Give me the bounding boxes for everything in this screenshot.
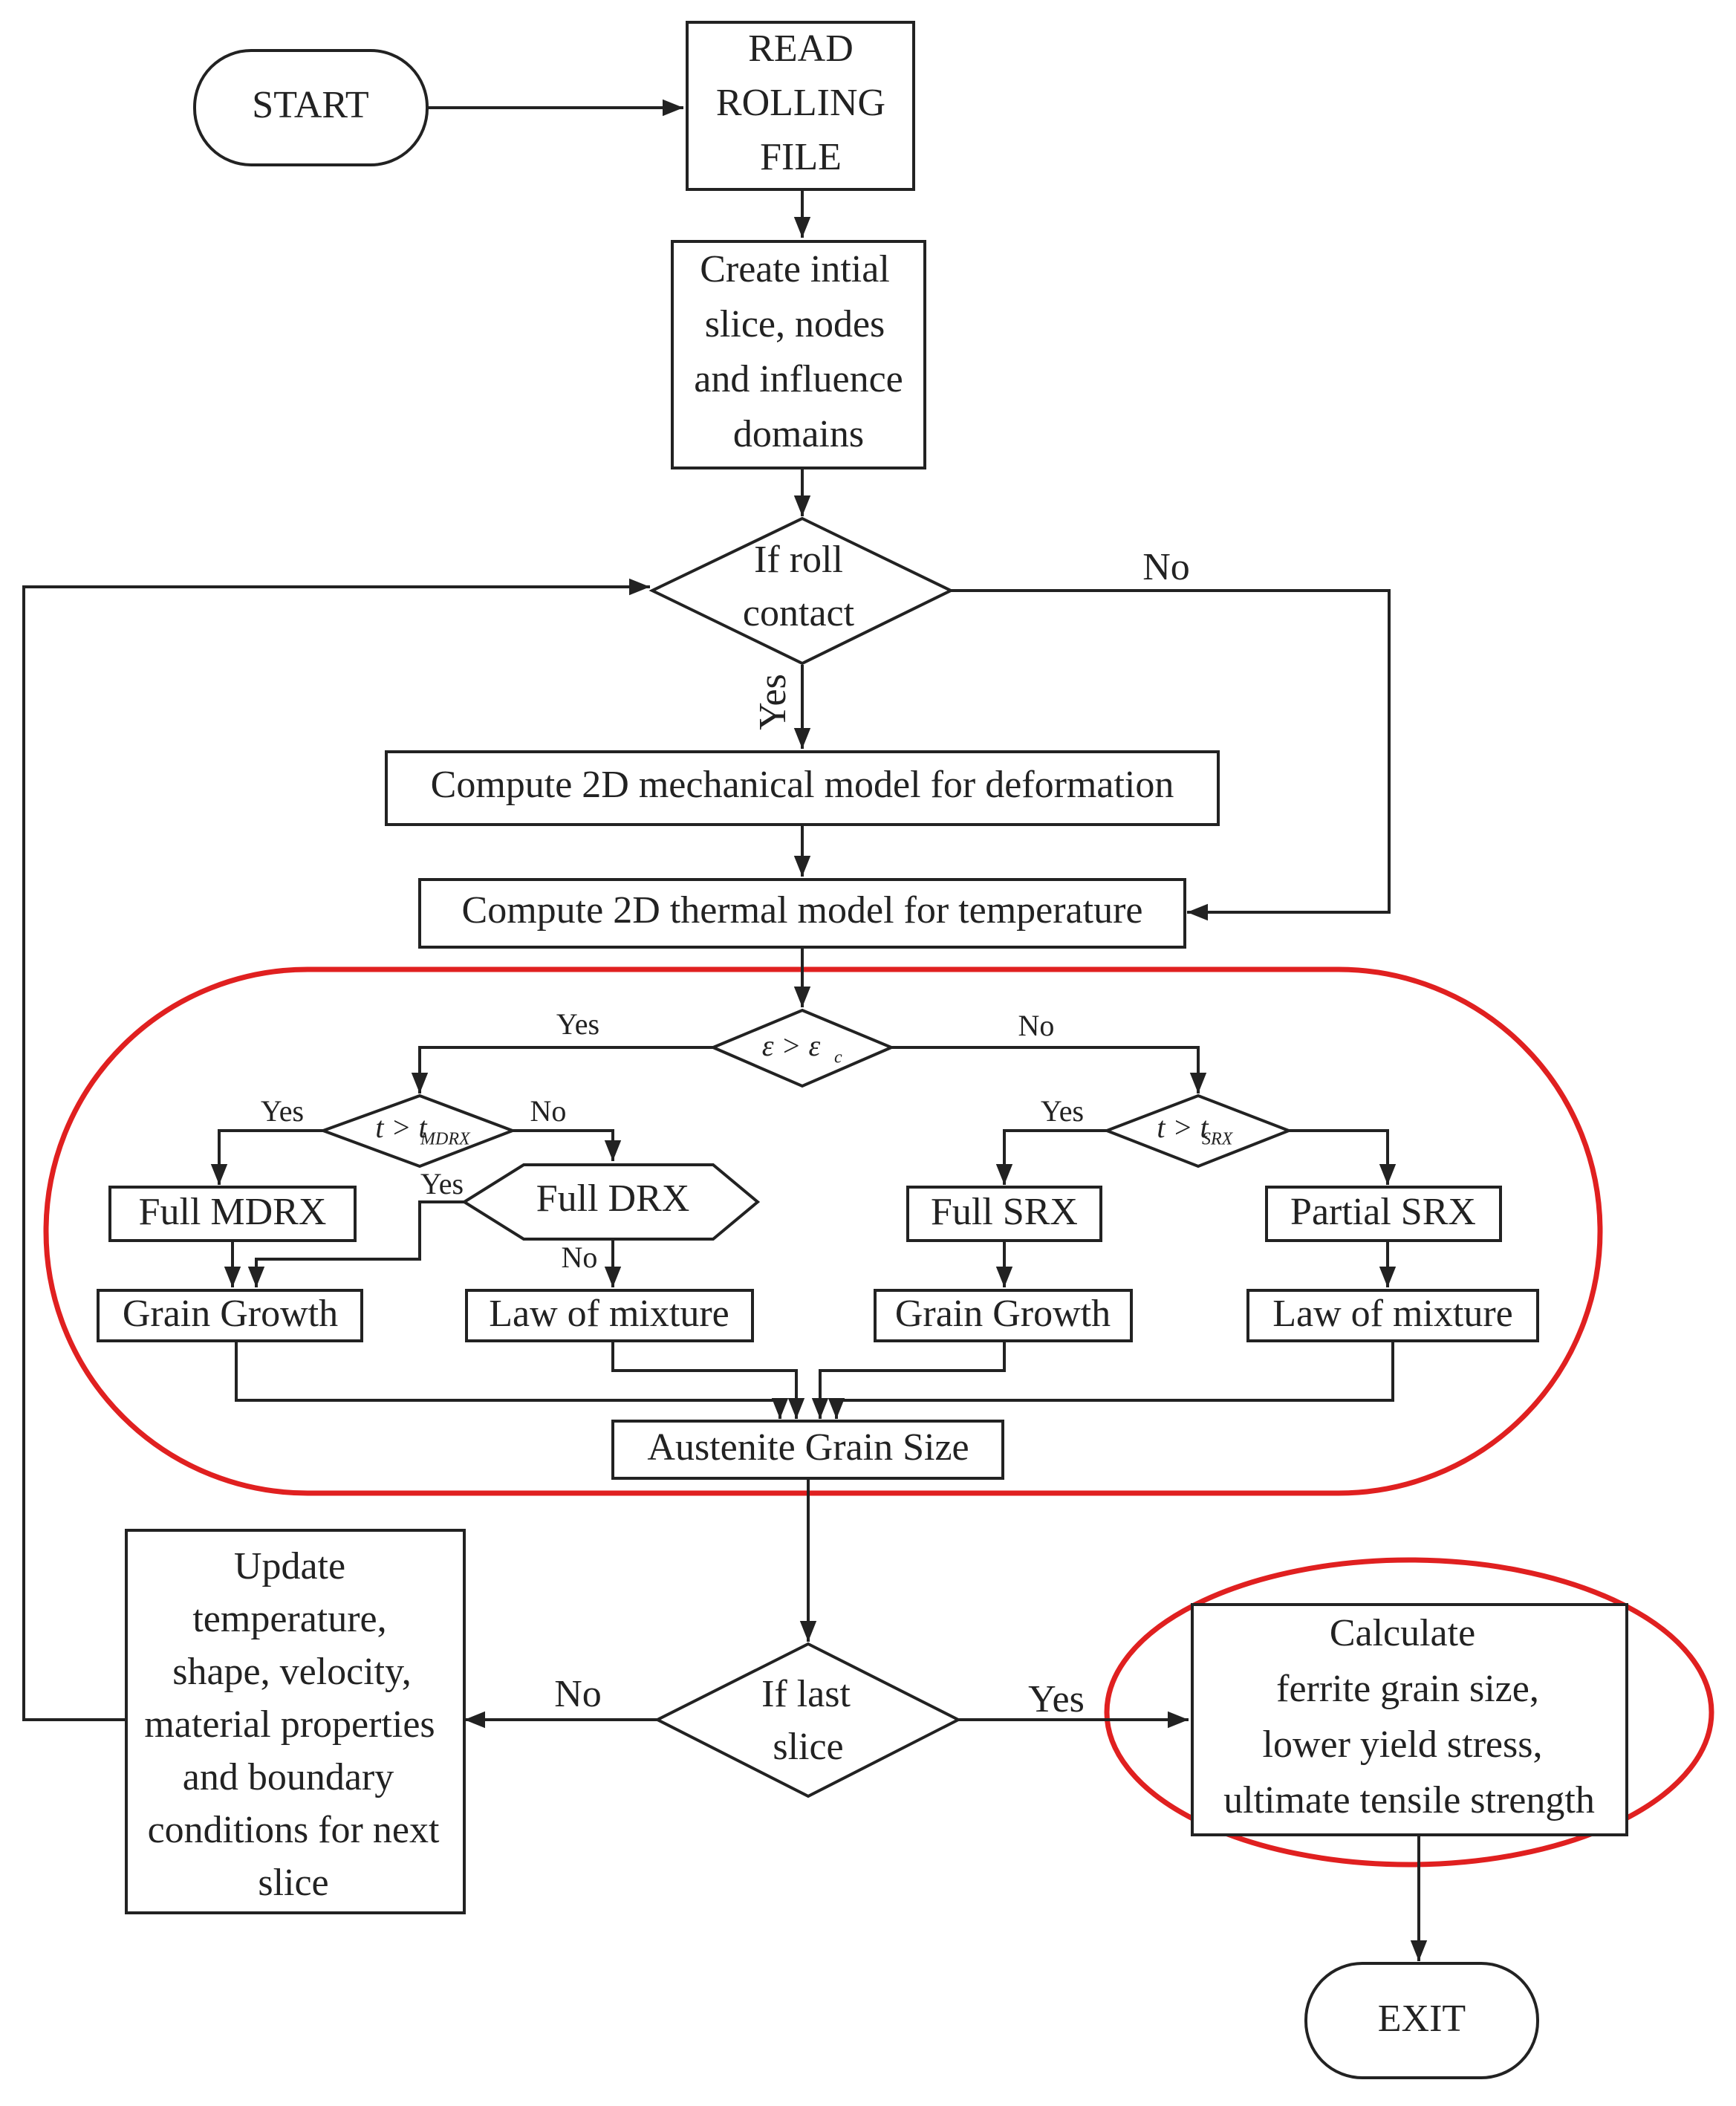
label-mdrx-no: No xyxy=(530,1094,567,1128)
svg-text:t > t: t > t xyxy=(375,1111,427,1144)
label-drx-no: No xyxy=(562,1241,598,1274)
label-mdrx-yes: Yes xyxy=(261,1094,304,1128)
svg-text:Law of mixture: Law of mixture xyxy=(1272,1293,1512,1335)
create-initial-slice-box: Create intial slice, nodes and influence… xyxy=(671,240,926,469)
svg-text:and boundary: and boundary xyxy=(183,1756,394,1798)
mechanical-model-box: Compute 2D mechanical model for deformat… xyxy=(385,750,1220,826)
svg-text:ultimate tensile strength: ultimate tensile strength xyxy=(1223,1779,1595,1821)
edge-roll-thermal xyxy=(951,589,1391,921)
svg-text:Create intial: Create intial xyxy=(700,248,890,290)
grain-growth-box-2: Grain Growth xyxy=(874,1289,1133,1342)
svg-text:slice: slice xyxy=(258,1862,328,1904)
svg-text:slice: slice xyxy=(773,1726,843,1768)
svg-text:FILE: FILE xyxy=(760,136,842,178)
label-roll-yes: Yes xyxy=(752,674,794,730)
label-last-no: No xyxy=(554,1673,602,1715)
svg-text:Partial SRX: Partial SRX xyxy=(1290,1191,1476,1233)
svg-text:contact: contact xyxy=(743,592,855,634)
svg-text:Grain Growth: Grain Growth xyxy=(123,1293,338,1335)
t-mdrx-decision: t > t MDRX xyxy=(319,1093,517,1169)
calculate-properties-box: Calculate ferrite grain size, lower yiel… xyxy=(1191,1603,1628,1836)
full-srx-box: Full SRX xyxy=(906,1186,1102,1242)
edge-update-roll xyxy=(22,578,650,1721)
edge-gg2-austenite xyxy=(811,1341,1006,1419)
svg-text:Full MDRX: Full MDRX xyxy=(139,1191,327,1233)
svg-text:Full DRX: Full DRX xyxy=(536,1177,690,1220)
label-roll-no: No xyxy=(1142,546,1190,588)
strain-decision: ε > ε c xyxy=(709,1008,896,1088)
edge-fulldrx-gg1 xyxy=(247,1200,464,1287)
label-eps-yes: Yes xyxy=(556,1007,599,1041)
edge-tsrx-fullsrx xyxy=(995,1129,1107,1185)
law-of-mixture-box-2: Law of mixture xyxy=(1246,1289,1539,1342)
svg-text:and influence: and influence xyxy=(694,358,903,400)
highlight-microstructure-region xyxy=(43,966,1603,1496)
svg-text:Compute 2D mechanical model fo: Compute 2D mechanical model for deformat… xyxy=(431,764,1174,806)
edge-law1-austenite xyxy=(611,1341,805,1419)
highlight-properties-region xyxy=(1104,1557,1714,1868)
law-of-mixture-box-1: Law of mixture xyxy=(465,1289,754,1342)
full-mdrx-box: Full MDRX xyxy=(108,1186,357,1242)
svg-text:ε > ε: ε > ε xyxy=(762,1029,821,1062)
label-eps-no: No xyxy=(1018,1009,1055,1042)
svg-text:temperature,: temperature, xyxy=(192,1598,386,1640)
svg-text:Austenite Grain Size: Austenite Grain Size xyxy=(647,1426,969,1469)
label-srx-yes: Yes xyxy=(1041,1094,1084,1128)
svg-text:READ: READ xyxy=(748,27,854,70)
svg-text:Law of mixture: Law of mixture xyxy=(489,1293,729,1335)
svg-text:conditions for next: conditions for next xyxy=(148,1809,440,1851)
svg-text:SRX: SRX xyxy=(1202,1130,1234,1149)
svg-text:Calculate: Calculate xyxy=(1330,1612,1475,1654)
austenite-grain-size-box: Austenite Grain Size xyxy=(611,1420,1004,1480)
start-terminal: START xyxy=(193,49,429,166)
svg-text:c: c xyxy=(834,1048,842,1067)
label-last-yes: Yes xyxy=(1028,1678,1085,1720)
edge-tmdrx-fulldrx xyxy=(513,1129,622,1161)
svg-text:domains: domains xyxy=(733,413,864,455)
edge-gg1-austenite xyxy=(235,1341,789,1419)
svg-text:slice, nodes: slice, nodes xyxy=(705,303,885,345)
svg-text:ferrite grain size,: ferrite grain size, xyxy=(1276,1668,1539,1710)
edge-law2-austenite xyxy=(828,1341,1394,1419)
full-drx-decision: Full DRX xyxy=(461,1163,761,1241)
svg-text:EXIT: EXIT xyxy=(1378,1998,1466,2040)
update-conditions-box: Update temperature, shape, velocity, mat… xyxy=(125,1529,466,1914)
connectors xyxy=(22,99,1428,1961)
svg-text:MDRX: MDRX xyxy=(420,1130,471,1149)
svg-text:Update: Update xyxy=(234,1545,345,1587)
partial-srx-box: Partial SRX xyxy=(1265,1186,1502,1242)
svg-text:material properties: material properties xyxy=(144,1703,435,1746)
read-rolling-file-box: READ ROLLING FILE xyxy=(686,21,915,191)
last-slice-decision: If last slice xyxy=(654,1642,962,1798)
svg-text:shape, velocity,: shape, velocity, xyxy=(172,1651,412,1693)
svg-text:ROLLING: ROLLING xyxy=(716,82,885,124)
svg-text:If roll: If roll xyxy=(754,539,843,581)
svg-text:Compute 2D thermal model for t: Compute 2D thermal model for temperature xyxy=(462,889,1143,932)
exit-terminal: EXIT xyxy=(1304,1962,1539,2079)
svg-text:START: START xyxy=(252,84,368,126)
svg-text:Full SRX: Full SRX xyxy=(931,1191,1078,1233)
svg-text:lower yield stress,: lower yield stress, xyxy=(1263,1723,1543,1766)
svg-text:If last: If last xyxy=(761,1673,851,1715)
svg-text:t > t: t > t xyxy=(1157,1111,1209,1144)
edge-tsrx-partialsrx xyxy=(1289,1129,1397,1185)
roll-contact-decision: If roll contact xyxy=(648,516,955,666)
t-srx-decision: t > t SRX xyxy=(1102,1093,1293,1169)
label-drx-yes: Yes xyxy=(420,1167,464,1200)
edge-eps-tsrx xyxy=(891,1046,1207,1093)
thermal-model-box: Compute 2D thermal model for temperature xyxy=(418,878,1186,949)
edge-tmdrx-fullmdrx xyxy=(210,1129,323,1185)
svg-text:Grain Growth: Grain Growth xyxy=(895,1293,1111,1335)
grain-growth-box-1: Grain Growth xyxy=(97,1289,363,1342)
edge-eps-tmdrx xyxy=(411,1046,713,1093)
